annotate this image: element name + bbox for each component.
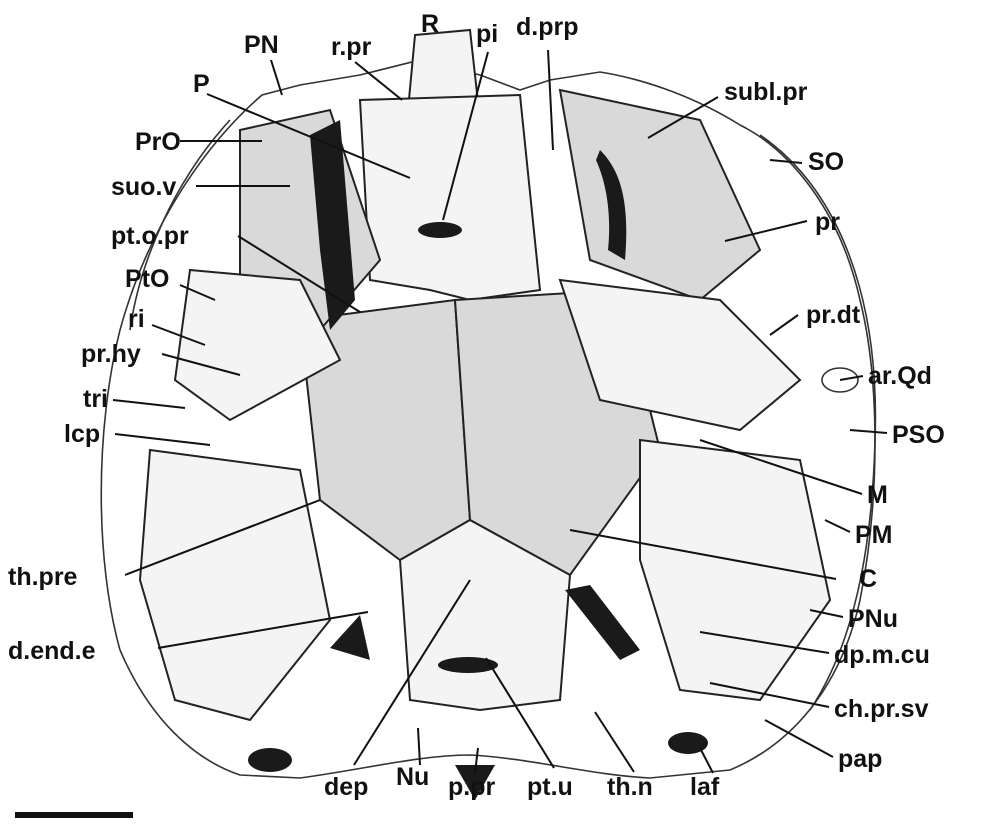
cavity-right-lower	[565, 585, 640, 660]
label-pi: pi	[476, 20, 498, 48]
label-M: M	[867, 481, 888, 509]
label-d-end-e: d.end.e	[8, 637, 96, 665]
scale-bar	[15, 812, 133, 818]
label-C: C	[859, 565, 877, 593]
cavity-left-lower	[330, 615, 370, 660]
label-laf: laf	[690, 773, 720, 801]
label-SO: SO	[808, 148, 844, 176]
label-d-prp: d.prp	[516, 13, 579, 41]
label-ch-pr-sv: ch.pr.sv	[834, 695, 929, 723]
label-R: R	[421, 10, 439, 38]
label-PM: PM	[855, 521, 893, 549]
label-pr-dt: pr.dt	[806, 301, 861, 329]
label-PrO: PrO	[135, 128, 181, 156]
label-PNu: PNu	[848, 605, 898, 633]
label-dep: dep	[324, 773, 368, 801]
label-r-pr: r.pr	[331, 33, 372, 61]
left-posterior-plate	[140, 450, 330, 720]
right-posterior-plate	[640, 440, 830, 700]
foramen-left	[248, 748, 292, 772]
skull-drawing	[101, 30, 875, 800]
label-pt-u: pt.u	[527, 773, 573, 801]
label-P: P	[193, 70, 210, 98]
label-p-pr: p.pr	[448, 773, 495, 801]
label-pt-o-pr: pt.o.pr	[111, 222, 189, 250]
label-pap: pap	[838, 745, 882, 773]
label-th-n: th.n	[607, 773, 653, 801]
pit-center	[438, 657, 498, 673]
label-PSO: PSO	[892, 421, 945, 449]
label-th-pre: th.pre	[8, 563, 78, 591]
label-ri: ri	[128, 305, 145, 333]
label-ar-Qd: ar.Qd	[868, 362, 932, 390]
label-PN: PN	[244, 31, 279, 59]
label-suo-v: suo.v	[111, 173, 176, 201]
label-lcp: lcp	[64, 420, 100, 448]
pineal-pit	[418, 222, 462, 238]
right-orbital-region	[560, 90, 760, 300]
label-pr: pr	[815, 208, 840, 236]
label-Nu: Nu	[396, 763, 429, 791]
label-subl-pr: subl.pr	[724, 78, 808, 106]
label-pr-hy: pr.hy	[81, 340, 141, 368]
label-PtO: PtO	[125, 265, 169, 293]
label-tri: tri	[83, 385, 108, 413]
label-dp-m-cu: dp.m.cu	[834, 641, 930, 669]
